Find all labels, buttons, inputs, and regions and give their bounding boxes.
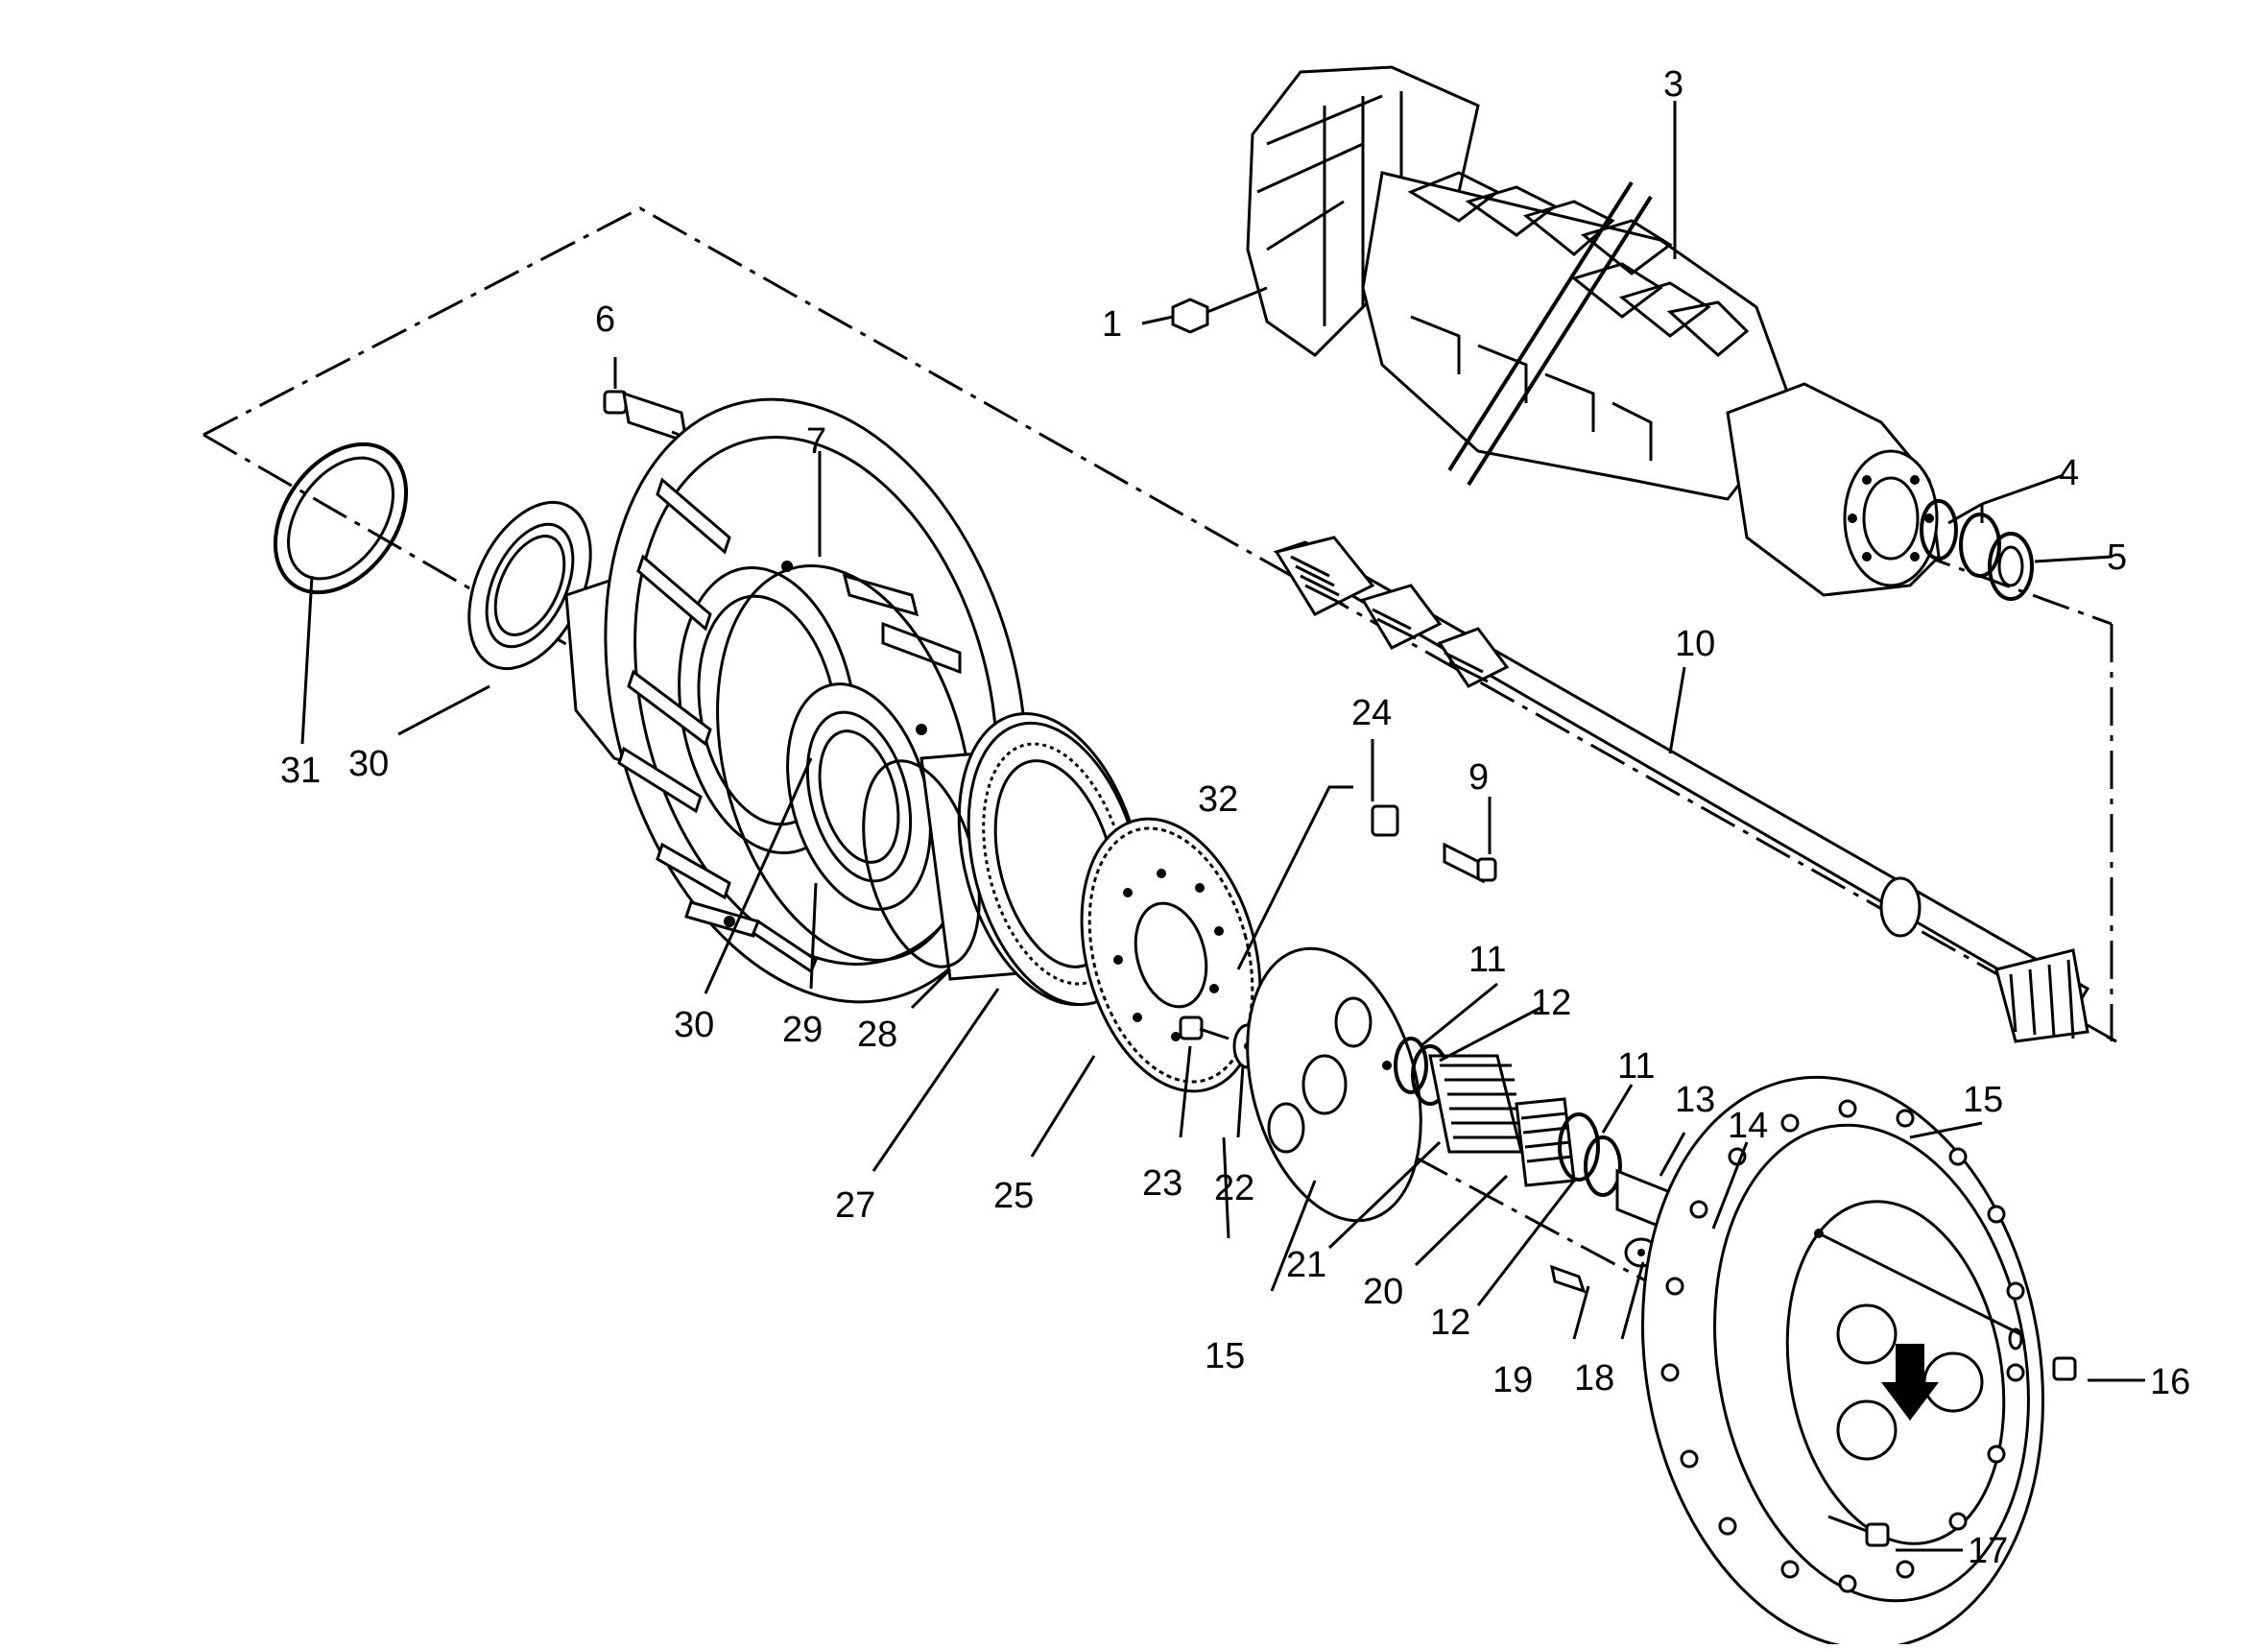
- sun-gear-stack: [1394, 1037, 1622, 1197]
- callout-32: 32: [1198, 779, 1238, 820]
- axle-shaft: [1273, 536, 2090, 1043]
- callout-5: 5: [2107, 538, 2127, 578]
- rings-part-4-5: [1920, 499, 2034, 601]
- callout-15-left: 15: [1205, 1336, 1245, 1376]
- nut-part-1: [1171, 286, 1268, 334]
- callout-25: 25: [993, 1176, 1034, 1216]
- callout-18: 18: [1574, 1358, 1614, 1398]
- snap-ring-part-31: [273, 442, 409, 595]
- callout-19: 19: [1492, 1360, 1533, 1400]
- callout-29: 29: [782, 1010, 823, 1050]
- wheel-studs: [617, 477, 962, 974]
- callout-16: 16: [2150, 1362, 2190, 1402]
- callout-labels: 1 3 4 5 6 7 9 10 11 11 12 12 13 14 15 15…: [280, 64, 2190, 1571]
- callout-30-right: 30: [674, 1005, 714, 1045]
- callout-10: 10: [1675, 624, 1715, 664]
- callout-15-right: 15: [1963, 1080, 2003, 1120]
- screws-part-16-17: [1818, 1231, 2077, 1547]
- carrier-disc-part-25: [1080, 817, 1262, 1093]
- callout-11-upper: 11: [1468, 940, 1506, 980]
- callout-22: 22: [1214, 1168, 1254, 1208]
- callout-24: 24: [1351, 693, 1392, 733]
- cover-bolt-holes: [1660, 1099, 2025, 1593]
- callout-28: 28: [857, 1015, 897, 1055]
- callout-6: 6: [595, 299, 615, 340]
- callout-7: 7: [806, 421, 826, 462]
- callout-3: 3: [1663, 64, 1683, 105]
- cover-part-15-right: [1641, 1075, 2044, 1649]
- callout-20: 20: [1363, 1272, 1403, 1312]
- callout-30-left: 30: [348, 744, 389, 784]
- o-ring-part-29: [716, 564, 973, 962]
- bearing-part-30-left: [467, 500, 592, 671]
- callout-21: 21: [1286, 1245, 1326, 1285]
- callout-31: 31: [280, 751, 321, 791]
- callout-11-lower: 11: [1617, 1046, 1655, 1087]
- callout-12-upper: 12: [1531, 983, 1571, 1023]
- callout-27: 27: [835, 1185, 875, 1226]
- callout-14: 14: [1728, 1106, 1768, 1146]
- callout-23: 23: [1142, 1163, 1182, 1204]
- callout-17: 17: [1968, 1531, 2008, 1571]
- axle-housing: [1246, 65, 1941, 597]
- callout-1: 1: [1102, 304, 1122, 345]
- callout-4: 4: [2059, 453, 2079, 493]
- callout-13: 13: [1675, 1080, 1715, 1120]
- callout-9: 9: [1468, 757, 1489, 798]
- callout-12-lower: 12: [1430, 1302, 1470, 1343]
- leader-lines: [300, 101, 2145, 1552]
- bearing-part-30-right: [786, 682, 932, 911]
